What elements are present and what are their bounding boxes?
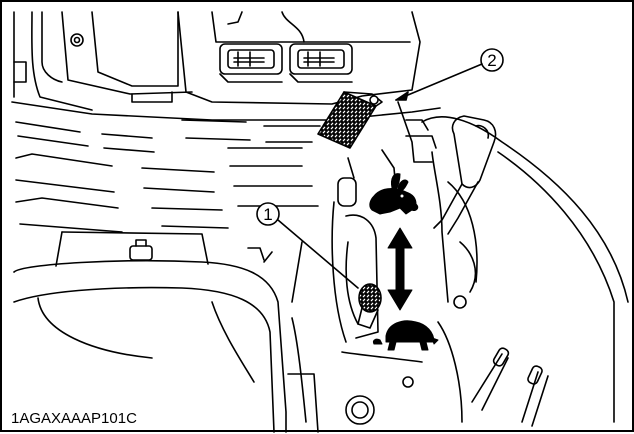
lower-console (288, 318, 462, 432)
shift-lever (434, 116, 496, 234)
turtle-icon (373, 321, 438, 350)
callout-1: 1 (257, 203, 358, 288)
callout-2-label: 2 (487, 51, 496, 70)
rabbit-icon (370, 174, 418, 214)
double-arrow-icon (388, 228, 412, 310)
speed-pedal (318, 92, 382, 148)
right-console (422, 117, 628, 426)
seat (14, 232, 286, 432)
figure-code: 1AGAXAAAP101C (8, 411, 140, 427)
callout-1-label: 1 (263, 205, 272, 224)
callout-2: 2 (396, 49, 503, 100)
top-pedals (220, 44, 352, 82)
